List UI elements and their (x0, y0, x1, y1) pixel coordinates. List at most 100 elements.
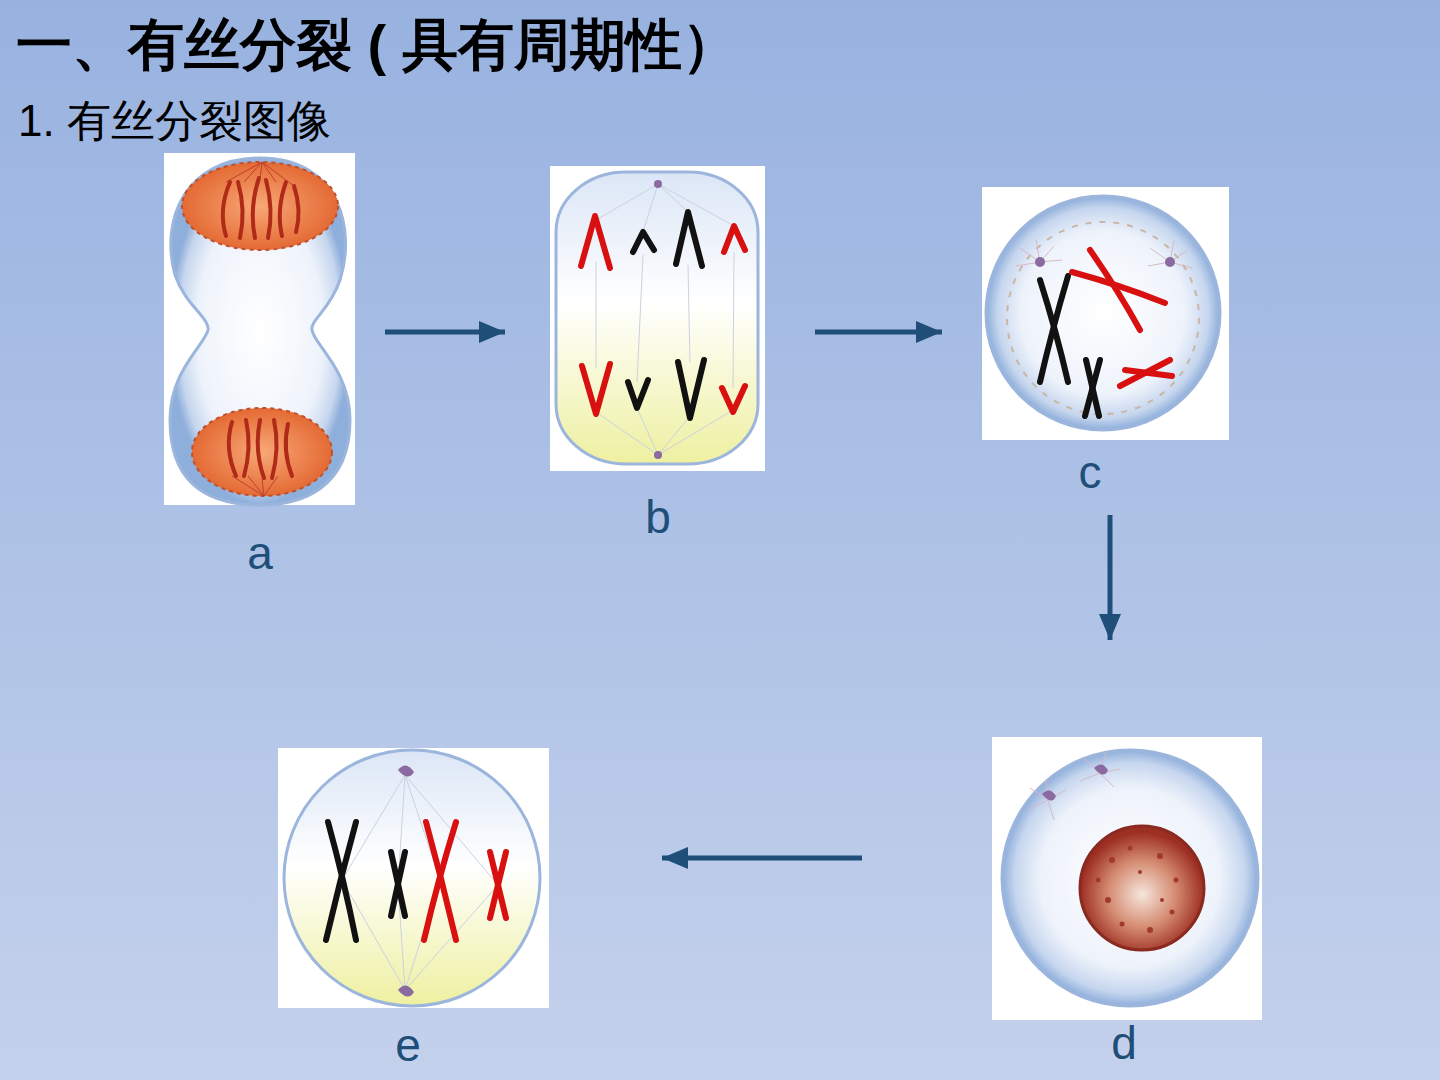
interphase-cell-part (1096, 846, 1179, 934)
telophase-cell-part-part (232, 476, 278, 496)
interphase-cell-part-part (1147, 927, 1153, 933)
stage-letter: c (1030, 446, 1150, 498)
metaphase-cell-part-part (391, 852, 405, 916)
interphase-cell-part-part (1138, 870, 1142, 874)
flow-arrow (385, 330, 505, 335)
flow-arrow (1108, 515, 1113, 640)
telophase-cell-part (164, 153, 355, 505)
metaphase-cell-part-part (342, 880, 498, 990)
anaphase-cell-part (654, 451, 662, 459)
cell-image: e (278, 748, 549, 1008)
metaphase-cell-part (342, 775, 498, 990)
interphase-cell-part-part (1109, 857, 1115, 863)
prophase-cell-part (1165, 257, 1175, 267)
stage-letter: b (598, 491, 718, 543)
interphase-cell-part-part (1157, 853, 1163, 859)
interphase-cell-part-part (1174, 878, 1179, 883)
anaphase-cell-part-part (596, 252, 734, 388)
anaphase-cell-part (596, 184, 734, 455)
interphase-cell-part-part (1128, 846, 1133, 851)
prophase-cell-part (1007, 222, 1199, 414)
interphase-cell-part (1028, 753, 1120, 820)
interphase-cell-part (1094, 764, 1108, 774)
metaphase-cell-part (284, 750, 540, 1006)
telophase-cell-part-part (226, 162, 294, 186)
anaphase-cell-part-part (722, 386, 745, 412)
prophase-cell-part-part (1086, 360, 1099, 416)
cell-image: c (982, 187, 1229, 440)
prophase-cell-part-part (1085, 360, 1100, 416)
metaphase-cell-part-part (424, 822, 456, 940)
telophase-cell-part (170, 158, 350, 505)
interphase-cell-part (992, 737, 1262, 1020)
anaphase-cell-part (550, 166, 765, 471)
stage-letter: e (348, 1019, 468, 1071)
metaphase-cell-part-part (490, 852, 506, 918)
telophase-cell-part-part (272, 420, 277, 478)
prophase-cell (982, 187, 1229, 440)
metaphase-cell-part (326, 822, 506, 940)
telophase-cell-part-part (266, 180, 271, 238)
interphase-cell-part-part (1028, 780, 1066, 820)
interphase-cell-part-part (1170, 910, 1175, 915)
anaphase-cell-part (654, 180, 662, 188)
interphase-cell (992, 737, 1262, 1020)
metaphase-cell-part-part (490, 852, 506, 918)
telophase-cell-part (226, 162, 294, 496)
prophase-cell-part (1040, 250, 1172, 416)
prophase-cell-part-part (1016, 240, 1062, 266)
telophase-cell (164, 153, 355, 505)
interphase-cell-part-part (1120, 922, 1125, 927)
metaphase-cell-part-part (342, 775, 498, 885)
anaphase-cell-part-part (596, 408, 733, 455)
metaphase-cell-part (278, 748, 549, 1008)
metaphase-cell-part-part (326, 822, 356, 940)
telophase-cell-part-part (223, 182, 230, 236)
telophase-cell-part (223, 178, 299, 478)
cell-image: a (164, 153, 355, 505)
prophase-cell-part (982, 187, 1229, 440)
telophase-cell-part-part (253, 178, 259, 238)
anaphase-cell-part-part (678, 360, 704, 418)
telophase-cell-part-part (286, 424, 292, 476)
anaphase-cell-part-part (628, 380, 648, 408)
cell-image: b (550, 166, 765, 471)
flow-arrow (662, 856, 862, 861)
anaphase-cell-part-part (581, 216, 610, 268)
flow-arrow (815, 330, 942, 335)
metaphase-cell (278, 748, 549, 1008)
anaphase-cell-part (556, 172, 758, 464)
subheading: 1. 有丝分裂图像 (18, 94, 331, 148)
anaphase-cell-part-part (582, 364, 610, 414)
telophase-cell-part-part (294, 186, 299, 232)
anaphase-cell-part-part (724, 226, 745, 252)
cell-image: d (992, 737, 1262, 1020)
prophase-cell-part (1035, 257, 1045, 267)
interphase-cell-part (1080, 826, 1204, 950)
metaphase-cell-part (398, 765, 414, 776)
prophase-cell-part-part (1148, 240, 1192, 268)
anaphase-cell-part-part (633, 232, 654, 252)
telophase-cell-part-part (238, 182, 243, 238)
telophase-cell-part-part (280, 182, 286, 236)
prophase-cell-part-part (1125, 370, 1172, 376)
metaphase-cell-part (398, 985, 414, 996)
telophase-cell-part-part (258, 420, 264, 478)
telophase-cell-part (182, 162, 338, 250)
stage-letter: d (1064, 1017, 1184, 1069)
prophase-cell-part (986, 196, 1220, 430)
interphase-cell-part-part (1105, 897, 1111, 903)
interphase-cell-part (1042, 790, 1056, 800)
prophase-cell-part-part (1040, 276, 1068, 382)
metaphase-cell-part-part (391, 852, 405, 916)
telophase-cell-part (192, 408, 332, 496)
prophase-cell-part-part (1090, 250, 1140, 330)
anaphase-cell-part-part (676, 212, 702, 266)
prophase-cell-part (1016, 240, 1192, 268)
telophase-cell-part-part (244, 420, 249, 476)
interphase-cell-part-part (1096, 878, 1101, 883)
telophase-cell-part-part (229, 422, 236, 476)
